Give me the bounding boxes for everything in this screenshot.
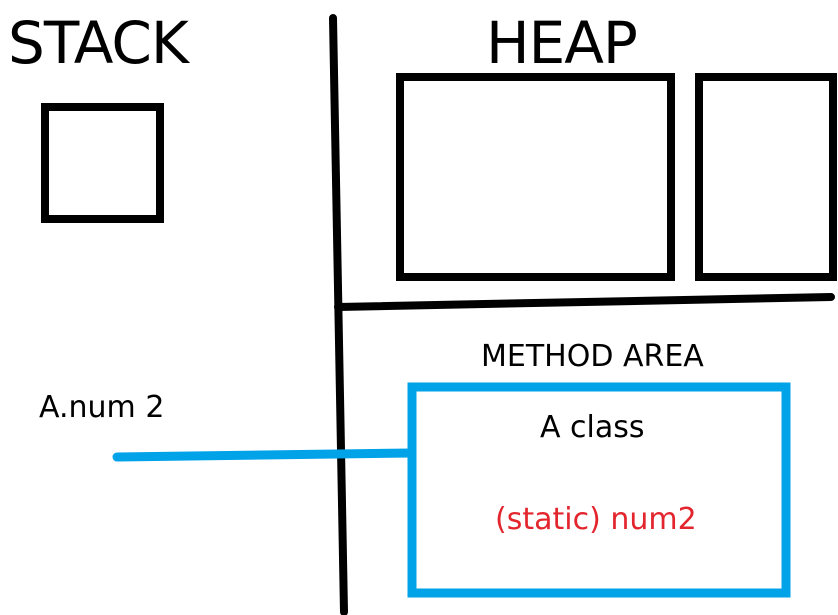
heap-heading: HEAP [486,9,638,77]
heap-divider-line [334,293,835,311]
reference-arrow-line [112,448,417,462]
stack-divider-line [329,14,348,615]
class-name-label: A class [540,410,645,445]
heap-object-box-1 [396,73,675,281]
stack-box [41,103,164,223]
static-field-label: (static) num2 [495,502,697,537]
class-box [407,382,791,598]
heap-object-box-2 [695,73,837,281]
method-area-heading: METHOD AREA [481,339,704,374]
stack-reference-label: A.num 2 [39,390,165,425]
stack-heading: STACK [8,9,189,77]
